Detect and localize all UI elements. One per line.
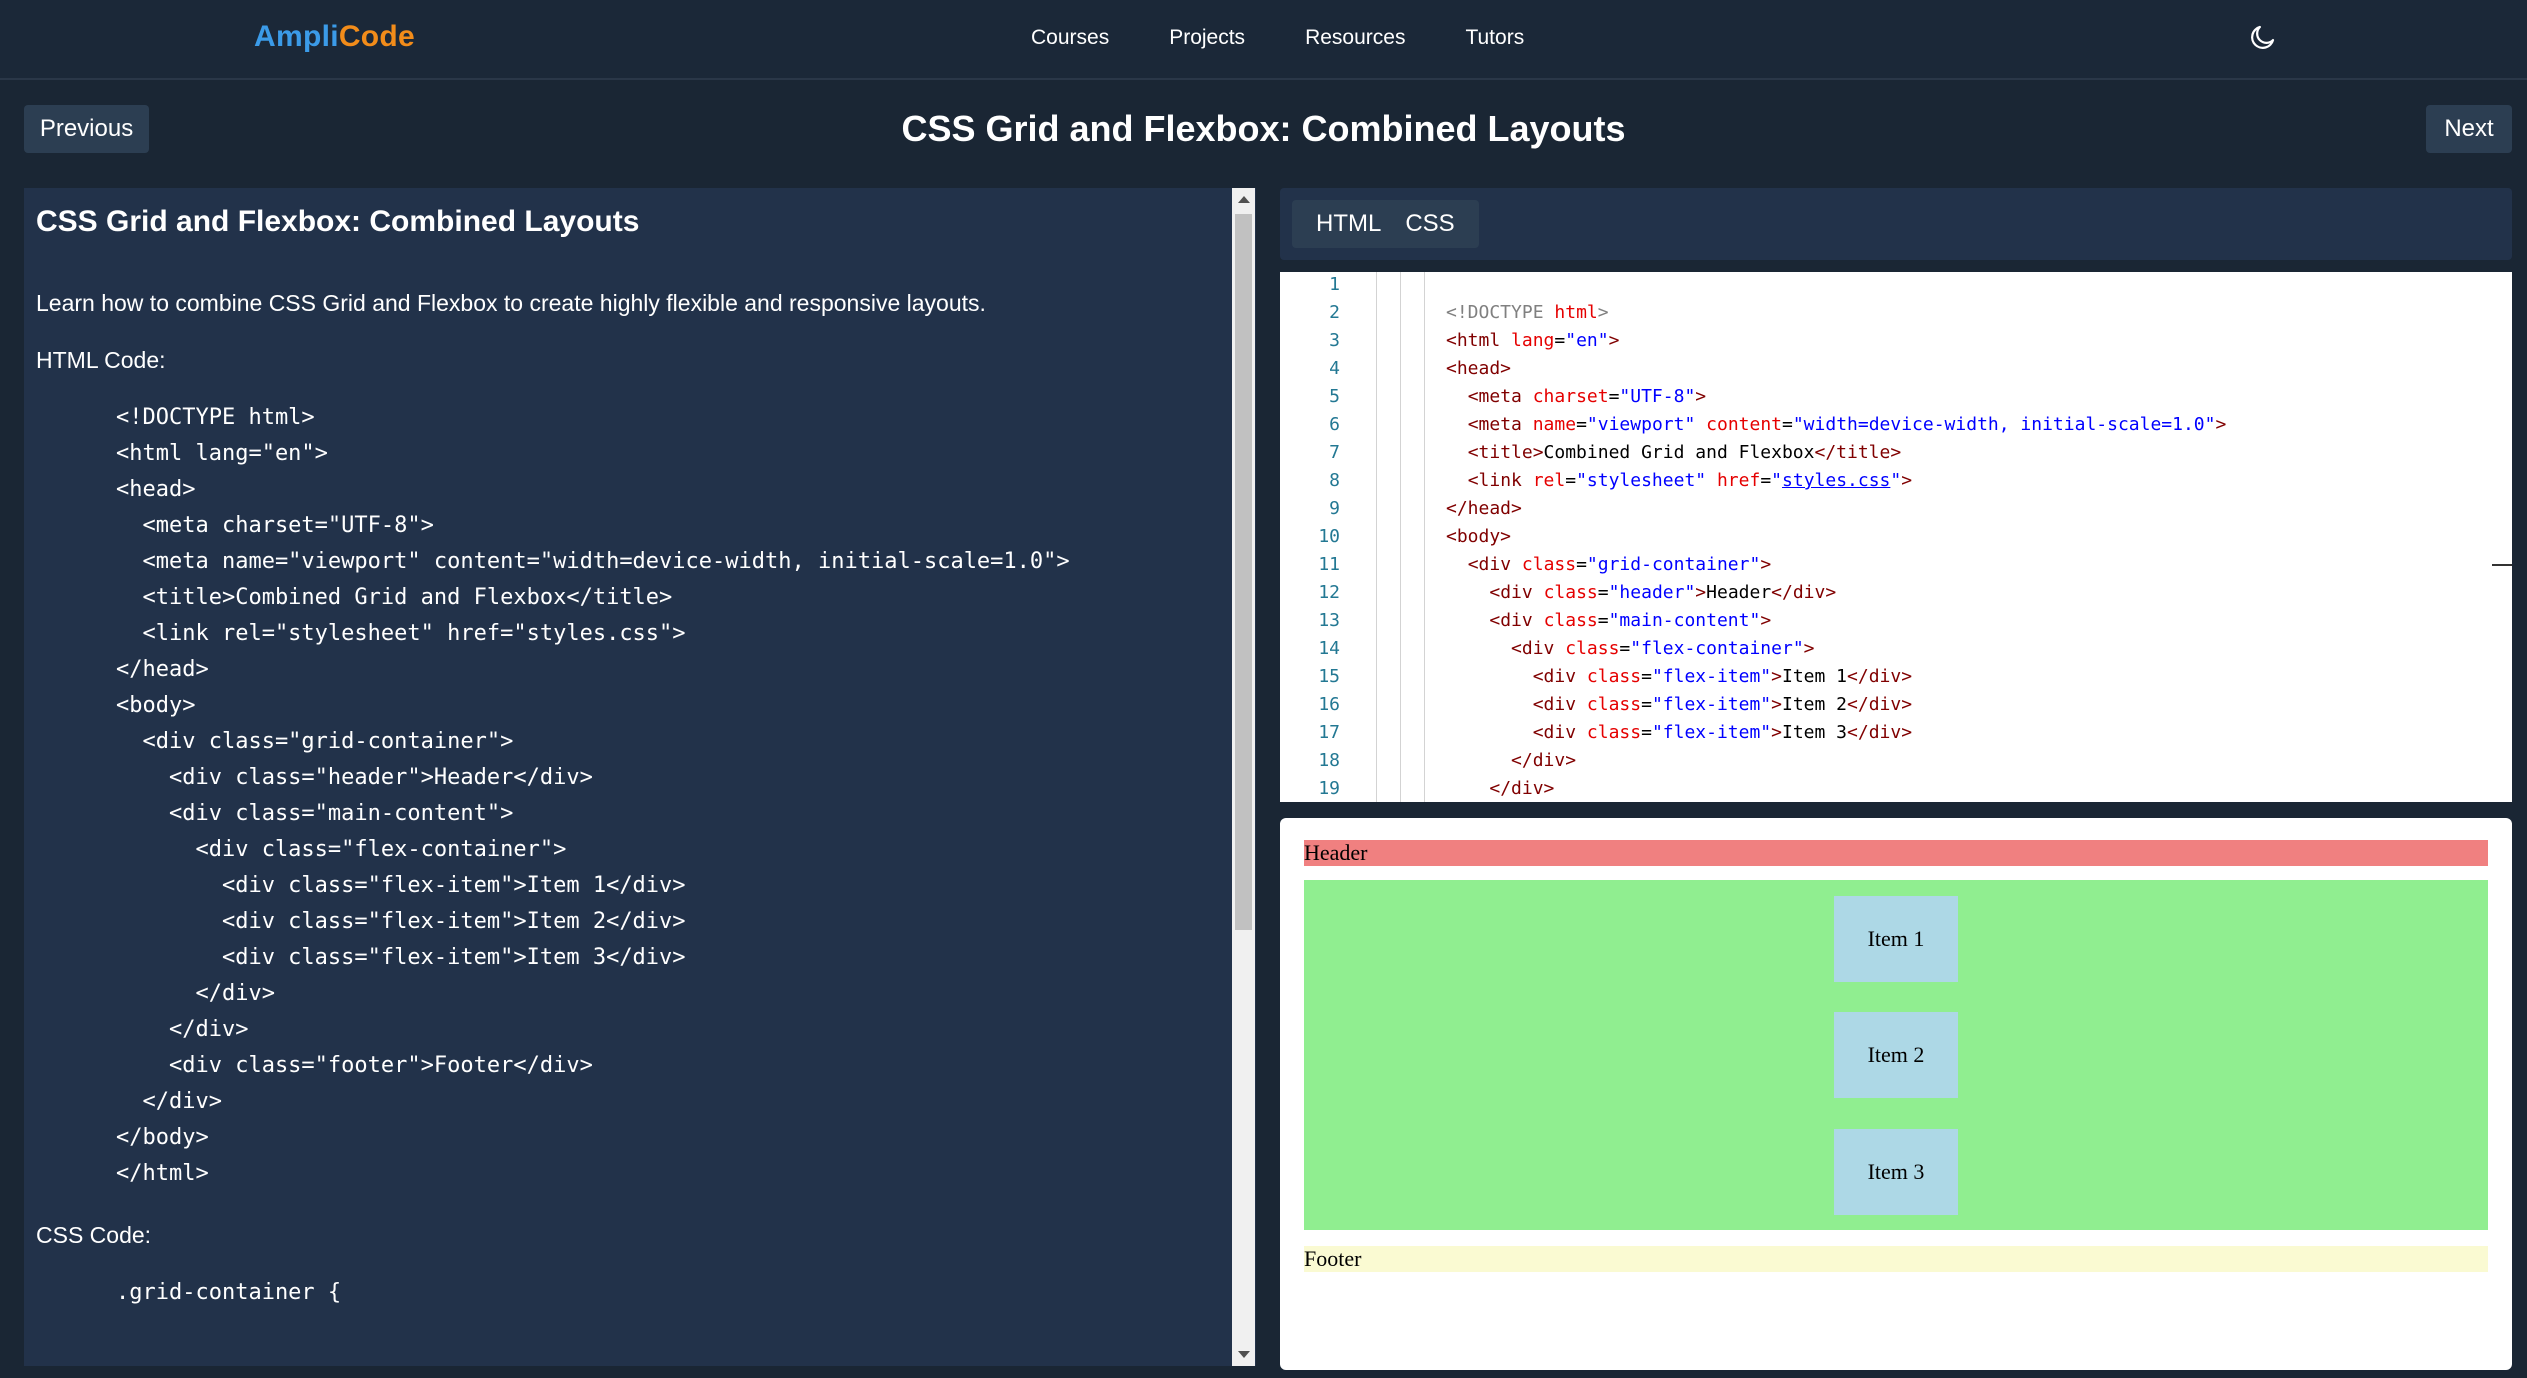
line-number: 11 xyxy=(1318,554,1340,575)
code-line: <div class="flex-container"> xyxy=(1511,638,1815,659)
preview-footer: Footer xyxy=(1304,1246,2488,1272)
line-number: 12 xyxy=(1318,582,1340,603)
code-line: <div class="flex-item">Item 2</div> xyxy=(1532,694,1913,715)
line-number: 14 xyxy=(1318,638,1340,659)
code-line: </head> xyxy=(1446,498,1522,519)
tab-html[interactable]: HTML xyxy=(1316,210,1382,237)
css-code-block: .grid-container { xyxy=(116,1280,342,1305)
nav-tutors[interactable]: Tutors xyxy=(1465,26,1525,49)
html-code-label: HTML Code: xyxy=(36,347,166,373)
scroll-down-icon[interactable] xyxy=(1238,1351,1250,1358)
code-line: <meta charset="UTF-8"> xyxy=(1467,386,1707,407)
next-button[interactable]: Next xyxy=(2426,105,2512,153)
code-line: <div class="flex-item">Item 3</div> xyxy=(1532,722,1913,743)
code-line: <div class="grid-container"> xyxy=(1467,554,1772,575)
line-number: 2 xyxy=(1329,302,1340,323)
line-number: 18 xyxy=(1318,750,1340,771)
line-number: 19 xyxy=(1318,778,1340,799)
code-line: <title>Combined Grid and Flexbox</title> xyxy=(1467,442,1902,463)
line-number: 16 xyxy=(1318,694,1340,715)
code-line: </div> xyxy=(1511,750,1577,771)
code-line: </div> xyxy=(1489,778,1555,799)
lesson-description: Learn how to combine CSS Grid and Flexbo… xyxy=(36,290,986,316)
line-number: 1 xyxy=(1329,274,1340,295)
css-code-label: CSS Code: xyxy=(36,1222,152,1248)
code-line: <head> xyxy=(1446,358,1512,379)
moon-icon[interactable] xyxy=(2248,22,2278,52)
brand-part-1: Ampli xyxy=(254,20,339,53)
line-number: 3 xyxy=(1329,330,1340,351)
live-preview: Header Item 1 Item 2 Item 3 Footer xyxy=(1280,818,2512,1370)
top-navbar: AmpliCode Courses Projects Resources Tut… xyxy=(0,0,2527,80)
brand-logo[interactable]: AmpliCode xyxy=(254,20,415,54)
line-number: 10 xyxy=(1318,526,1340,547)
code-line: <body> xyxy=(1446,526,1512,547)
nav-projects[interactable]: Projects xyxy=(1169,26,1246,49)
lesson-scrollbar[interactable] xyxy=(1232,188,1255,1366)
code-line: <!DOCTYPE html> xyxy=(1446,302,1609,323)
brand-part-2: Code xyxy=(338,20,416,53)
nav-links: Courses Projects Resources Tutors xyxy=(1031,26,1584,50)
scroll-up-icon[interactable] xyxy=(1238,196,1250,203)
code-line: <div class="header">Header</div> xyxy=(1489,582,1837,603)
indent-guide xyxy=(1424,272,1425,802)
indent-guide xyxy=(1376,272,1377,802)
line-number: 9 xyxy=(1329,498,1340,519)
nav-courses[interactable]: Courses xyxy=(1031,26,1110,49)
line-number: 17 xyxy=(1318,722,1340,743)
preview-header: Header xyxy=(1304,840,2488,866)
lesson-title: CSS Grid and Flexbox: Combined Layouts xyxy=(36,205,640,238)
preview-flex-item: Item 1 xyxy=(1834,896,1958,982)
code-line: <link rel="stylesheet" href="styles.css"… xyxy=(1467,470,1913,491)
preview-flex-item: Item 3 xyxy=(1834,1129,1958,1215)
html-code-block: <!DOCTYPE html> <html lang="en"> <head> … xyxy=(116,405,1070,1186)
preview-main-content: Item 1 Item 2 Item 3 xyxy=(1304,880,2488,1230)
minimap-marker xyxy=(2492,564,2512,566)
editor-tabs: HTML CSS xyxy=(1292,200,1479,248)
previous-button[interactable]: Previous xyxy=(24,105,149,153)
preview-flex-item: Item 2 xyxy=(1834,1012,1958,1098)
nav-resources[interactable]: Resources xyxy=(1305,26,1406,49)
code-line: <html lang="en"> xyxy=(1446,330,1620,351)
lesson-panel: CSS Grid and Flexbox: Combined Layouts L… xyxy=(24,188,1256,1366)
code-line: <div class="main-content"> xyxy=(1489,610,1772,631)
scroll-thumb[interactable] xyxy=(1235,214,1252,930)
line-number: 8 xyxy=(1329,470,1340,491)
line-number: 4 xyxy=(1329,358,1340,379)
editor-tabs-bar: HTML CSS xyxy=(1280,188,2512,260)
line-number: 6 xyxy=(1329,414,1340,435)
tab-css[interactable]: CSS xyxy=(1405,210,1455,237)
code-line: <div class="flex-item">Item 1</div> xyxy=(1532,666,1913,687)
line-number: 7 xyxy=(1329,442,1340,463)
line-number: 13 xyxy=(1318,610,1340,631)
line-number: 5 xyxy=(1329,386,1340,407)
indent-guide xyxy=(1400,272,1401,802)
code-line: <meta name="viewport" content="width=dev… xyxy=(1467,414,2227,435)
page-title: CSS Grid and Flexbox: Combined Layouts xyxy=(901,108,1626,149)
line-number: 15 xyxy=(1318,666,1340,687)
